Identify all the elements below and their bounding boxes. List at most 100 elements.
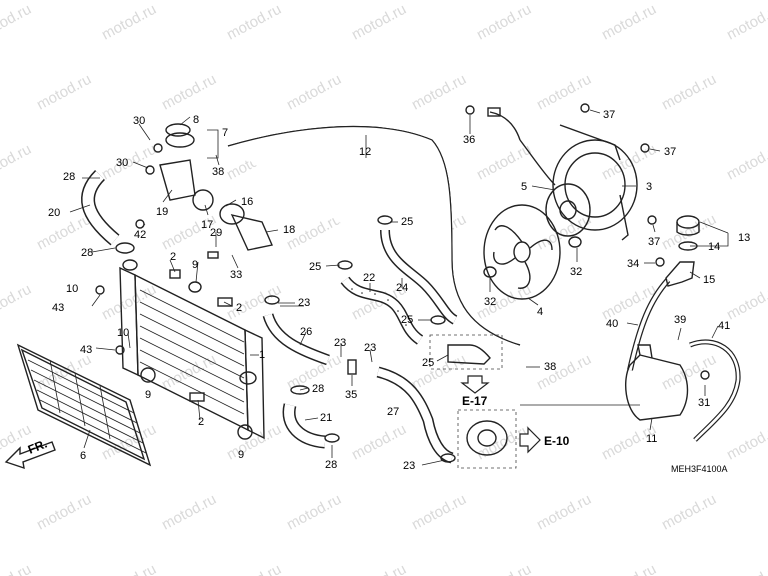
callout-11: 11 xyxy=(646,433,657,445)
watermark-text: motod.ru xyxy=(724,141,768,184)
watermark-text: motod.ru xyxy=(659,351,719,394)
watermark-text: motod.ru xyxy=(349,421,409,464)
callout-28: 28 xyxy=(325,459,337,471)
front-direction-label: FR. xyxy=(26,437,49,457)
watermark-text: motod.ru xyxy=(99,281,159,324)
callout-28: 28 xyxy=(312,383,324,395)
callout-9: 9 xyxy=(145,389,151,401)
callout-38: 38 xyxy=(544,361,556,373)
callout-18: 18 xyxy=(283,224,295,236)
watermark-text: motod.ru xyxy=(159,351,219,394)
callout-43: 43 xyxy=(80,344,92,356)
watermark-text: motod.ru xyxy=(224,561,284,576)
watermark-text: motod.ru xyxy=(0,1,34,44)
callout-28: 28 xyxy=(81,247,93,259)
thermostat-housing xyxy=(159,123,273,251)
callout-23: 23 xyxy=(334,337,346,349)
callout-6: 6 xyxy=(80,450,86,462)
callout-32: 32 xyxy=(484,296,496,308)
watermark-text: motod.ru xyxy=(224,1,284,44)
watermark-text: motod.ru xyxy=(284,491,344,534)
watermark-text: motod.ru xyxy=(349,561,409,576)
callout-12: 12 xyxy=(359,146,371,158)
watermark-text: motod.ru xyxy=(159,71,219,114)
callout-25: 25 xyxy=(309,261,321,273)
parts-layer xyxy=(4,103,741,470)
callout-9: 9 xyxy=(238,449,244,461)
diagram-code: MEH3F4100A xyxy=(671,464,728,474)
callout-5: 5 xyxy=(521,181,527,193)
watermark-text: motod.ru xyxy=(99,141,159,184)
callouts: 1 2 2 2 3 4 5 6 7 8 9 9 9 10 10 11 12 13… xyxy=(48,109,750,472)
callout-2: 2 xyxy=(170,251,176,263)
watermark-text: motod.ru xyxy=(599,561,659,576)
watermark-text: motod.ru xyxy=(284,71,344,114)
front-arrow xyxy=(4,441,56,470)
callout-25: 25 xyxy=(422,357,434,369)
callout-36: 36 xyxy=(463,134,475,146)
callout-10: 10 xyxy=(117,327,129,339)
e10-arrow xyxy=(519,426,541,454)
reference-e17: E-17 xyxy=(462,394,488,408)
callout-13: 13 xyxy=(738,232,750,244)
e17-arrow xyxy=(460,375,490,394)
callout-9: 9 xyxy=(192,259,198,271)
watermark-text: motod.ru xyxy=(724,1,768,44)
fan-motor-assembly xyxy=(489,111,638,241)
watermark-text: motod.ru xyxy=(474,1,534,44)
watermark-text: motod.ru xyxy=(409,491,469,534)
watermark-text: motod.ru xyxy=(34,71,94,114)
watermark-text: motod.ru xyxy=(0,281,34,324)
watermark-text: motod.ru xyxy=(724,421,768,464)
callout-8: 8 xyxy=(193,114,199,126)
callout-41: 41 xyxy=(718,320,730,332)
watermark-text: motod.ru xyxy=(409,351,469,394)
callout-34: 34 xyxy=(627,258,639,270)
callout-37: 37 xyxy=(648,236,660,248)
fasteners xyxy=(95,103,710,463)
water-pump xyxy=(429,334,517,469)
watermark-text: motod.ru xyxy=(659,491,719,534)
callout-23: 23 xyxy=(403,460,415,472)
callout-37: 37 xyxy=(603,109,615,121)
callout-28: 28 xyxy=(63,171,75,183)
callout-21: 21 xyxy=(320,412,332,424)
callout-29: 29 xyxy=(210,227,222,239)
watermark-text: motod.ru xyxy=(0,561,34,576)
watermark-text: motod.ru xyxy=(409,71,469,114)
callout-4: 4 xyxy=(537,306,543,318)
callout-35: 35 xyxy=(345,389,357,401)
callout-40: 40 xyxy=(606,318,618,330)
callout-39: 39 xyxy=(674,314,686,326)
watermark-text: motod.ru xyxy=(474,561,534,576)
callout-42: 42 xyxy=(134,229,146,241)
callout-43: 43 xyxy=(52,302,64,314)
callout-23: 23 xyxy=(298,297,310,309)
filler-neck xyxy=(665,261,695,287)
reference-e10: E-10 xyxy=(544,434,570,448)
callout-33: 33 xyxy=(230,269,242,281)
watermark-text: motod.ru xyxy=(534,351,594,394)
callout-20: 20 xyxy=(48,207,60,219)
callout-15: 15 xyxy=(703,274,715,286)
callout-19: 19 xyxy=(156,206,168,218)
watermark-text: motod.ru xyxy=(349,1,409,44)
watermark-text: motod.ru xyxy=(534,491,594,534)
callout-14: 14 xyxy=(708,241,720,253)
watermark-text: motod.ru xyxy=(659,71,719,114)
watermark-text: motod.ru xyxy=(99,561,159,576)
hose-22-texture xyxy=(351,288,407,326)
callout-2: 2 xyxy=(198,416,204,428)
watermark-text: motod.ru xyxy=(724,561,768,576)
watermark-text: motod.ru xyxy=(0,141,34,184)
watermark-text: motod.ru xyxy=(534,71,594,114)
watermark-text: motod.ru xyxy=(34,491,94,534)
callout-2: 2 xyxy=(236,302,242,314)
callout-31: 31 xyxy=(698,397,710,409)
callout-24: 24 xyxy=(396,282,408,294)
callout-30: 30 xyxy=(116,157,128,169)
callout-37: 37 xyxy=(664,146,676,158)
callout-22: 22 xyxy=(363,272,375,284)
